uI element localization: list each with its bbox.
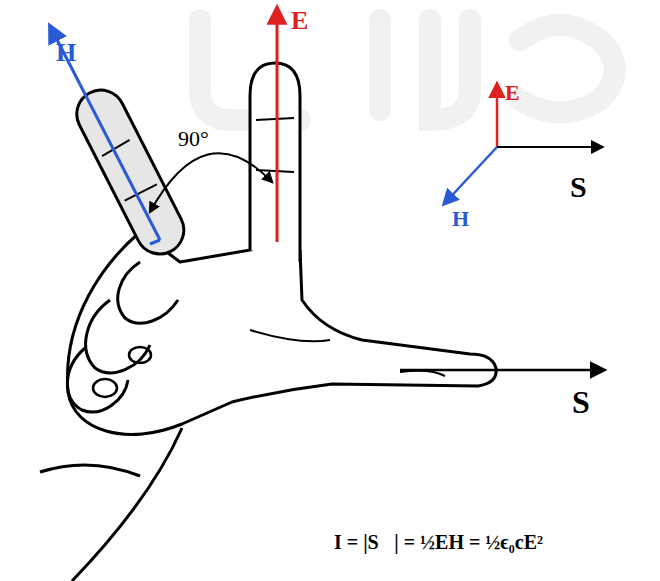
angle-label: 90° [178, 128, 209, 150]
poynting-s-label: S [572, 386, 590, 418]
axis-h-label: H [452, 208, 469, 230]
field-e-label: E [291, 8, 308, 34]
field-h-label: H [56, 40, 76, 66]
axis-s-label: S [570, 172, 587, 202]
intensity-formula: I = |S⃗| = ½EH = ½ϵ₀cE² [334, 532, 543, 552]
axis-e-label: E [505, 82, 520, 104]
